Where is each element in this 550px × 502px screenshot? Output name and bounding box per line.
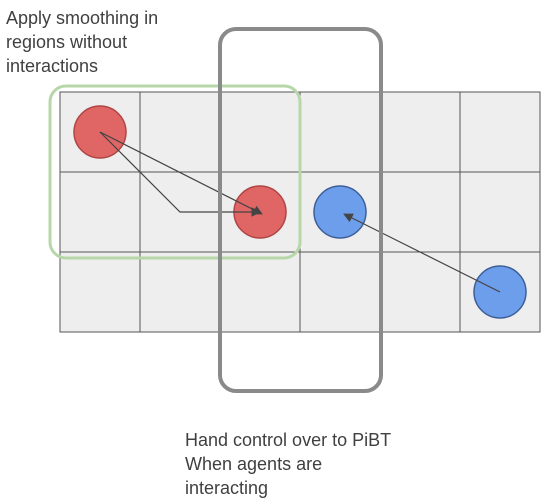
blue-path-arrow <box>343 213 501 293</box>
smoothing-caption-line-2: regions without <box>6 32 128 52</box>
pibt-caption-line-3: interacting <box>185 478 269 498</box>
grid-cell-r1-c5 <box>459 171 541 253</box>
grid-path-arrow <box>99 131 261 217</box>
smoothing-caption: Apply smoothing in regions without inter… <box>6 6 158 78</box>
grid-cell-r0-c3 <box>299 91 381 173</box>
grid-cell-r0-c1 <box>139 91 221 173</box>
pibt-caption-line-1: Hand control over to PiBT <box>185 430 392 450</box>
smoothing-caption-line-3: interactions <box>6 56 99 76</box>
grid-cell-r1-c0 <box>59 171 141 253</box>
grid-cell-r1-c4 <box>379 171 461 253</box>
grid-cell-r0-c5 <box>459 91 541 173</box>
grid-cell-r2-c2 <box>219 251 301 333</box>
grid-cell-r0-c4 <box>379 91 461 173</box>
grid-cell-r2-c0 <box>59 251 141 333</box>
blue-agent-goal <box>313 185 367 239</box>
pibt-caption: Hand control over to PiBT When agents ar… <box>185 428 391 500</box>
pibt-caption-line-2: When agents are <box>185 454 323 474</box>
smoothed-path-arrow <box>99 131 263 215</box>
grid-cell-r2-c4 <box>379 251 461 333</box>
pibt-region <box>218 27 383 393</box>
grid-cell-r2-c3 <box>299 251 381 333</box>
smoothing-region <box>48 84 302 260</box>
smoothing-caption-line-1: Apply smoothing in <box>6 8 159 28</box>
grid-cell-r2-c1 <box>139 251 221 333</box>
grid-cell-r0-c2 <box>219 91 301 173</box>
